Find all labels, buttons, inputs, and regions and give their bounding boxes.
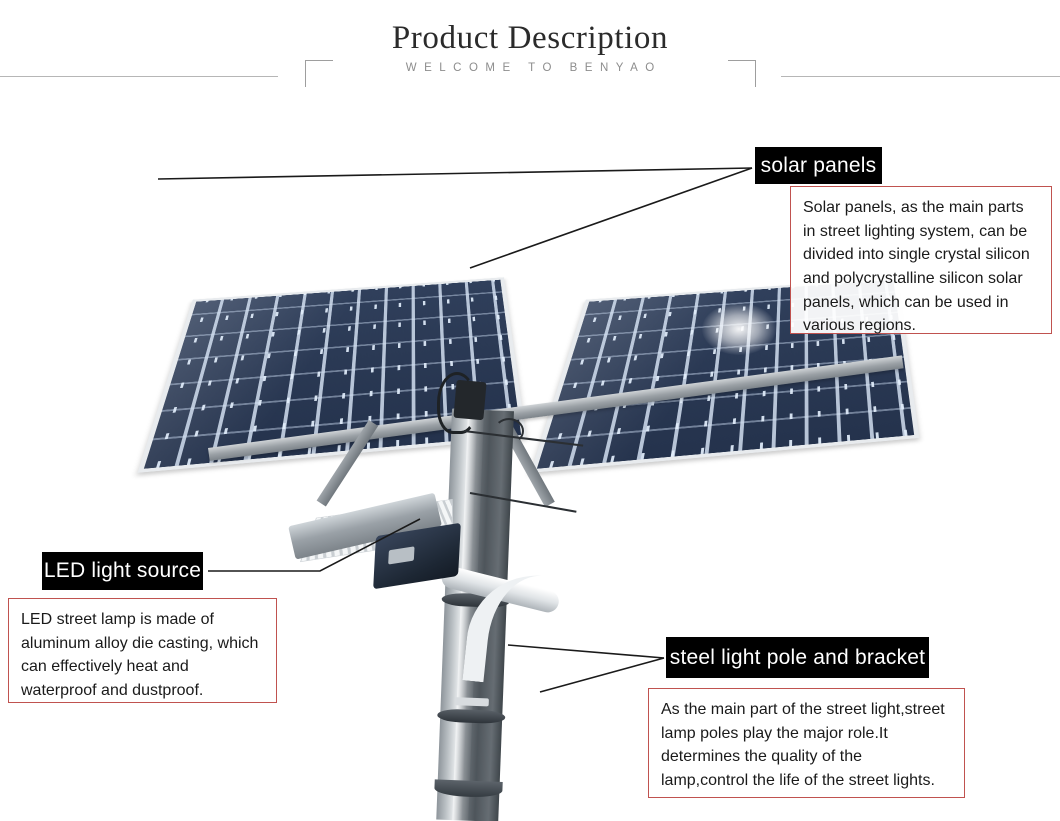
callout-label-steel-light-pole: steel light pole and bracket xyxy=(666,637,929,678)
pole-clamp xyxy=(437,708,505,724)
lamp-vent xyxy=(388,546,414,564)
callout-description-steel-light-pole: As the main part of the street light,str… xyxy=(648,688,965,798)
wire-loop xyxy=(494,418,524,444)
led-lamp-head xyxy=(292,478,542,618)
callout-label-led-light-source: LED light source xyxy=(42,552,203,590)
callout-description-solar-panels: Solar panels, as the main parts in stree… xyxy=(790,186,1052,334)
corner-bracket-right-icon xyxy=(728,60,756,87)
page-subtitle: WELCOME TO BENYAO xyxy=(0,62,1060,74)
cable-coil xyxy=(437,372,477,434)
page-title: Product Description xyxy=(0,20,1060,57)
callout-description-led-light-source: LED street lamp is made of aluminum allo… xyxy=(8,598,277,703)
header-rule-left xyxy=(0,76,278,77)
corner-bracket-left-icon xyxy=(305,60,333,87)
header-rule-right xyxy=(781,76,1060,77)
pole-clamp-bolt xyxy=(455,697,489,706)
callout-label-solar-panels: solar panels xyxy=(755,147,882,184)
pole-base-cap xyxy=(434,779,503,798)
